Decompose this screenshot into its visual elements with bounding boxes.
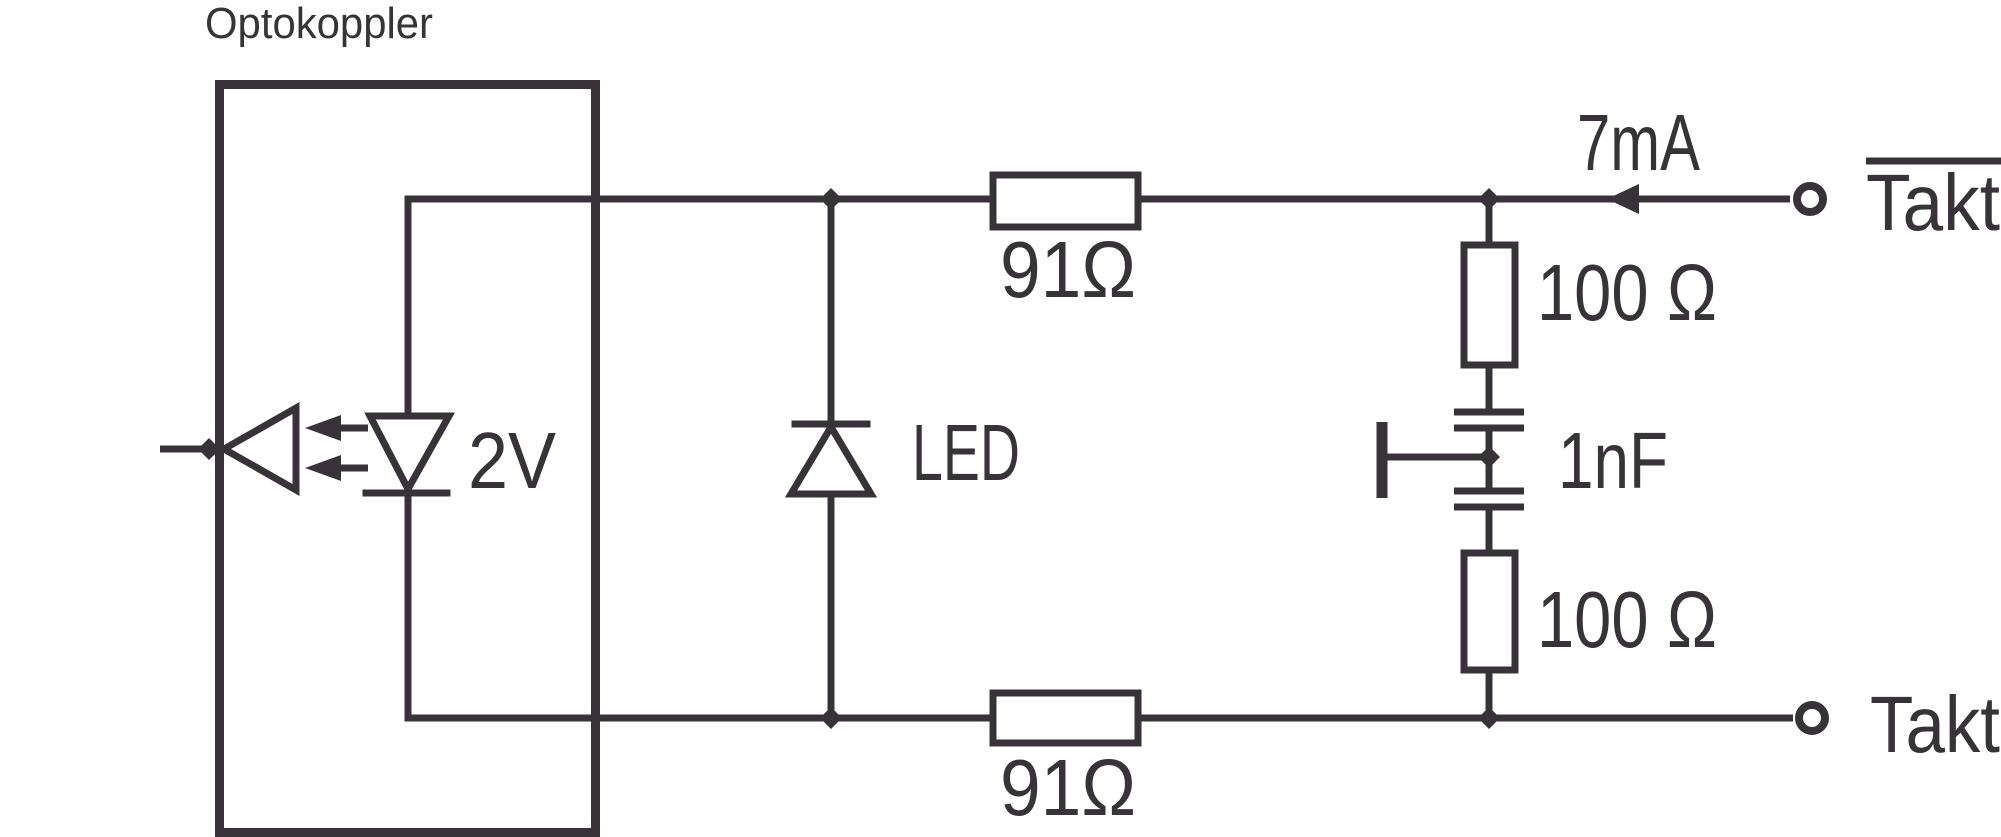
junction-dot-left [198,438,220,460]
resistor-upper-100-label: 100 Ω [1537,248,1717,337]
terminal-top-circle [1793,182,1827,216]
junction-dot-cap-tap [1478,446,1500,468]
bottom-wire [404,493,1793,722]
top-wire [404,195,1790,415]
resistor-lower-100-box [1460,549,1519,674]
resistor-top-91-box [989,171,1142,231]
light-arrow-upper-icon [305,415,341,441]
junction-dot-bottom-led [820,707,842,729]
optocoupler-led-triangle-icon [364,412,455,497]
junction-dot-top-led [820,188,842,210]
optocoupler-box [215,80,600,837]
current-label: 7mA [1577,98,1700,187]
light-arrow-lower-icon [305,455,341,481]
current-arrow-icon [1607,184,1639,214]
capacitor-label: 1nF [1558,416,1668,505]
resistor-upper-100-box [1460,241,1519,369]
resistor-lower-100-label: 100 Ω [1537,575,1717,664]
led-voltage-label: 2V [468,416,557,505]
resistor-bottom-91-box [989,689,1142,747]
indicator-led-triangle-icon [784,420,878,498]
terminal-top-label: Takt [1866,158,2000,247]
photodetector-triangle-icon [216,401,300,497]
resistor-top-91-label: 91Ω [1000,225,1136,314]
junction-dot-bottom-rc [1478,707,1500,729]
indicator-led-label: LED [912,408,1020,497]
resistor-bottom-91-label: 91Ω [1000,743,1136,832]
junction-dot-top-rc [1478,188,1500,210]
optocoupler-title: Optokoppler [205,0,433,48]
terminal-bottom-circle [1795,701,1829,735]
terminal-bottom-label: Takt [1870,680,2000,769]
